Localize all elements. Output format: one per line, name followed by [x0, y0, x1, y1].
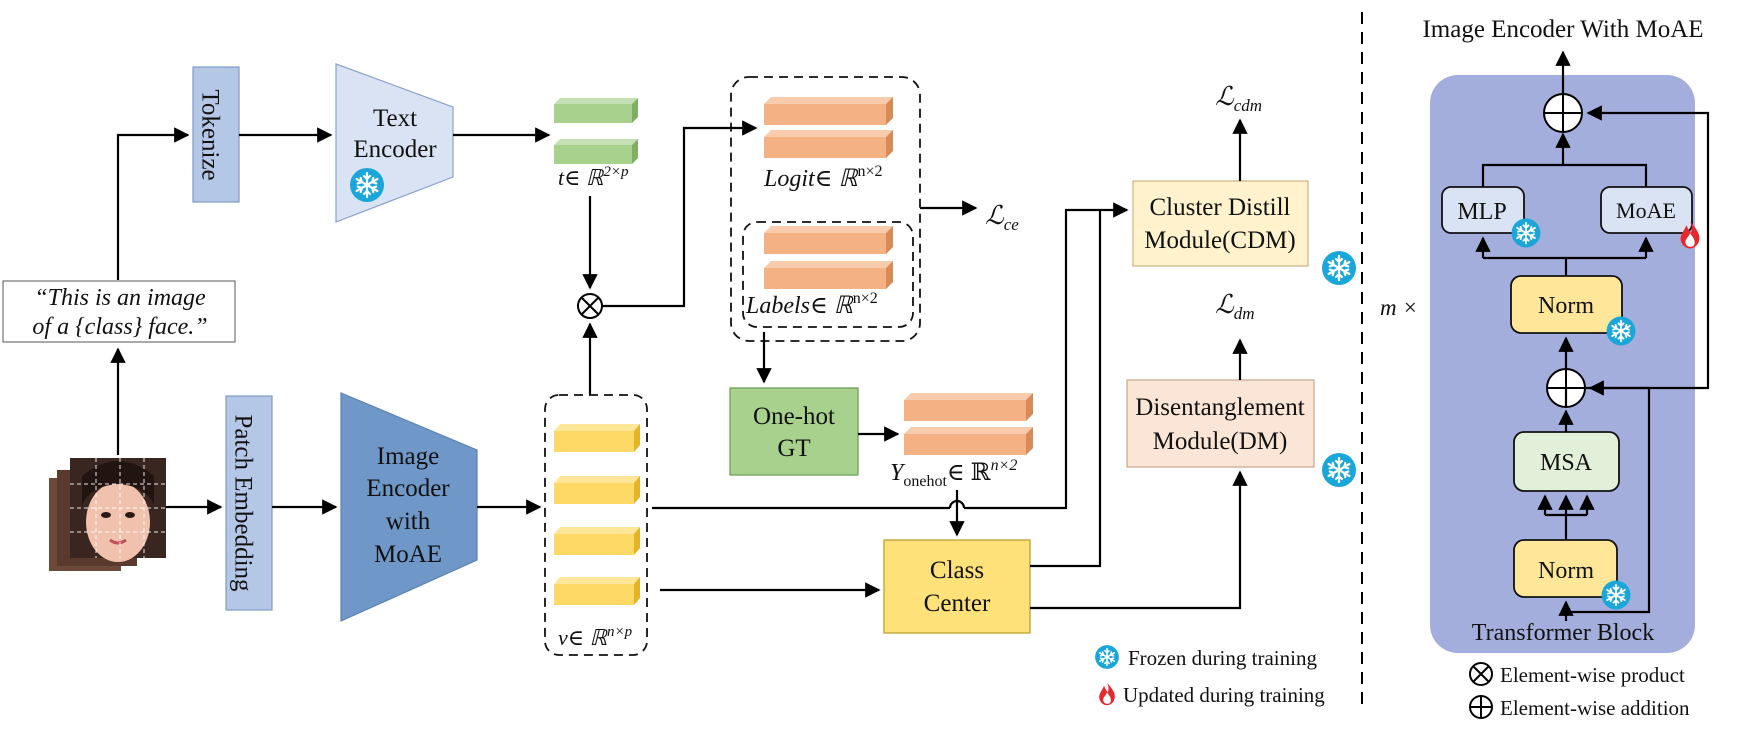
class-center-label-1: Class	[930, 557, 984, 584]
prompt-box: “This is an image of a {class} face.”	[2, 280, 236, 343]
image-encoder-label-4: MoAE	[374, 541, 442, 568]
block-label: Transformer Block	[1472, 620, 1654, 646]
onehot-label-1: One-hot	[753, 403, 835, 430]
labels-label: Labels∈ ℝn×2	[745, 290, 878, 319]
otimes-icon	[577, 293, 603, 319]
flame-icon	[1099, 682, 1115, 706]
dm-label-2: Module(DM)	[1153, 428, 1288, 455]
text-encoder-block: Text Encoder	[335, 63, 454, 223]
text-encoder-label-1: Text	[373, 105, 417, 132]
patch-embedding-block: Patch Embedding	[225, 395, 273, 611]
norm-bottom-label: Norm	[1538, 558, 1594, 584]
otimes-icon	[1469, 662, 1493, 686]
legend-left: Frozen during training Updated during tr…	[1094, 644, 1325, 707]
legend-frozen: Frozen during training	[1128, 646, 1317, 670]
right-title: Image Encoder With MoAE	[1422, 16, 1703, 43]
t-label: t∈ ℝ2×p	[558, 164, 629, 190]
moae-label: MoAE	[1616, 198, 1676, 223]
oplus-icon	[1543, 93, 1583, 133]
snowflake-icon	[1320, 249, 1358, 287]
prompt-line-1: “This is an image	[34, 285, 206, 311]
logit-label: Logit∈ ℝn×2	[763, 163, 883, 192]
cdm-label-2: Module(CDM)	[1144, 227, 1295, 254]
logit-labels-group: Logit∈ ℝn×2 Labels∈ ℝn×2	[730, 76, 921, 342]
image-encoder-block: Image Encoder with MoAE	[340, 392, 478, 622]
image-encoder-label-3: with	[386, 508, 431, 535]
dm-block: Disentanglement Module(DM)	[1126, 379, 1358, 489]
v-label: v∈ ℝn×p	[558, 624, 633, 650]
legend-addition: Element-wise addition	[1500, 696, 1690, 720]
snowflake-icon	[1510, 217, 1542, 249]
cdm-loss-label: ℒcdm	[1215, 82, 1262, 115]
onehot-tokens: Yonehot∈ ℝn×2	[890, 393, 1033, 490]
msa-label: MSA	[1540, 450, 1593, 476]
mlp-label: MLP	[1457, 199, 1506, 225]
connector-lines	[110, 118, 1248, 610]
patch-embedding-label: Patch Embedding	[229, 414, 256, 592]
oplus-icon	[1469, 695, 1493, 719]
repeat-label: m ×	[1380, 295, 1418, 320]
yonehot-label: Yonehot∈ ℝn×2	[890, 457, 1017, 490]
norm-top-label: Norm	[1538, 293, 1594, 319]
prompt-line-2: of a {class} face.”	[32, 314, 207, 340]
snowflake-icon	[1605, 315, 1637, 347]
image-feature-tokens: v∈ ℝn×p	[544, 394, 648, 656]
cdm-label-1: Cluster Distill	[1150, 194, 1291, 221]
dm-label-1: Disentanglement	[1135, 394, 1304, 421]
legend-right: Element-wise product Element-wise additi…	[1469, 662, 1690, 720]
tokenize-label: Tokenize	[196, 89, 223, 180]
face-image	[49, 458, 166, 571]
image-encoder-label-2: Encoder	[366, 475, 450, 502]
cdm-block: Cluster Distill Module(CDM)	[1132, 180, 1358, 287]
snowflake-icon	[1600, 579, 1632, 611]
legend-product: Element-wise product	[1500, 663, 1685, 687]
text-encoder-label-2: Encoder	[353, 136, 437, 163]
class-center-block: Class Center	[883, 539, 1031, 634]
transformer-block: MLP MoAE Norm MSA Norm Transformer Block	[1430, 50, 1710, 653]
dm-loss-label: ℒdm	[1215, 290, 1255, 323]
text-feature-tokens: t∈ ℝ2×p	[554, 98, 638, 190]
image-encoder-label-1: Image	[377, 443, 439, 470]
snowflake-icon	[348, 166, 386, 204]
snowflake-icon	[1320, 451, 1358, 489]
onehot-gt-block: One-hot GT	[729, 387, 859, 476]
legend-updated: Updated during training	[1123, 683, 1325, 707]
tokenize-block: Tokenize	[192, 66, 240, 203]
class-center-label-2: Center	[924, 590, 991, 617]
snowflake-icon	[1094, 644, 1120, 670]
block-connectors	[1475, 50, 1710, 621]
ce-loss-label: ℒce	[985, 201, 1019, 234]
onehot-label-2: GT	[777, 435, 810, 462]
